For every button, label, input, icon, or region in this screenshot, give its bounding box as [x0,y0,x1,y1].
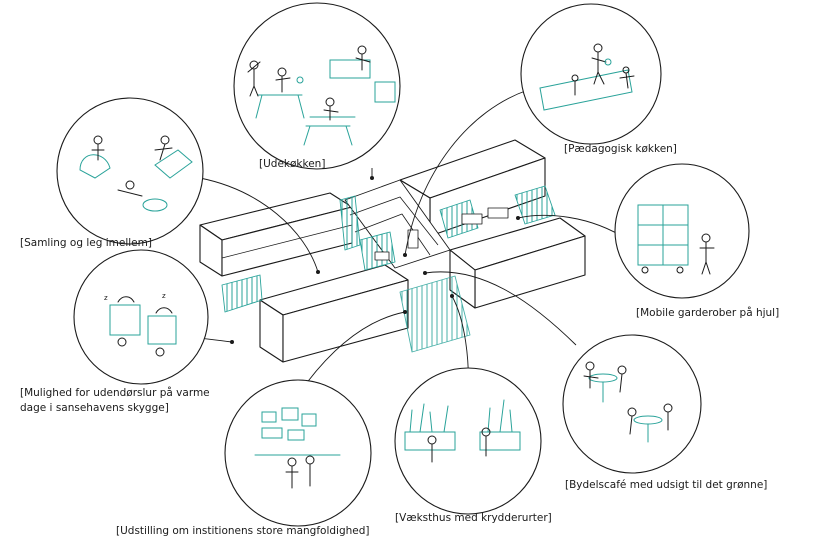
leader-udstilling [299,311,406,393]
label-vaeksthus: [Væksthus med krydderurter] [395,512,552,524]
svg-text:z: z [162,292,166,300]
right-wing-block [449,217,586,309]
vignette-mulighed: z z [73,249,209,385]
label-udekokken: [Udekøkken] [259,158,325,170]
label-samling: [Samling og leg imellem] [20,237,152,249]
label-mobile-garderober: [Mobile garderober på hjul] [636,306,779,319]
building-plan [199,139,586,363]
vignette-udstilling [224,379,372,527]
vignette-bydelscafe [562,334,702,474]
leader-bydelscafe [424,271,577,346]
leader-paedagogisk [404,89,529,256]
label-paedagogisk-kokken: [Pædagogisk køkken] [564,143,677,155]
label-bydelscafe: [Bydelscafé med udsigt til det grønne] [565,479,767,491]
vignette-udekokken [233,2,401,170]
label-mulighed-line2: dage i sansehavens skygge] [20,402,169,414]
labels: [Udekøkken] [Pædagogisk køkken] [Samling… [20,143,779,537]
leader-dots [230,176,520,344]
svg-text:z: z [104,294,108,302]
leader-samling [199,177,319,273]
front-wing-block [259,264,409,363]
vignette-mobile-garderober [614,163,750,299]
vignette-vaeksthus [394,367,542,515]
vignette-samling [56,97,204,245]
vignette-paedagogisk-kokken [520,3,662,145]
label-udstilling: [Udstilling om institionens store mangfo… [116,525,370,537]
label-mulighed-line1: [Mulighed for udendørslur på varme [20,386,210,399]
left-wing-block [199,192,353,277]
interior-furniture [374,207,509,261]
